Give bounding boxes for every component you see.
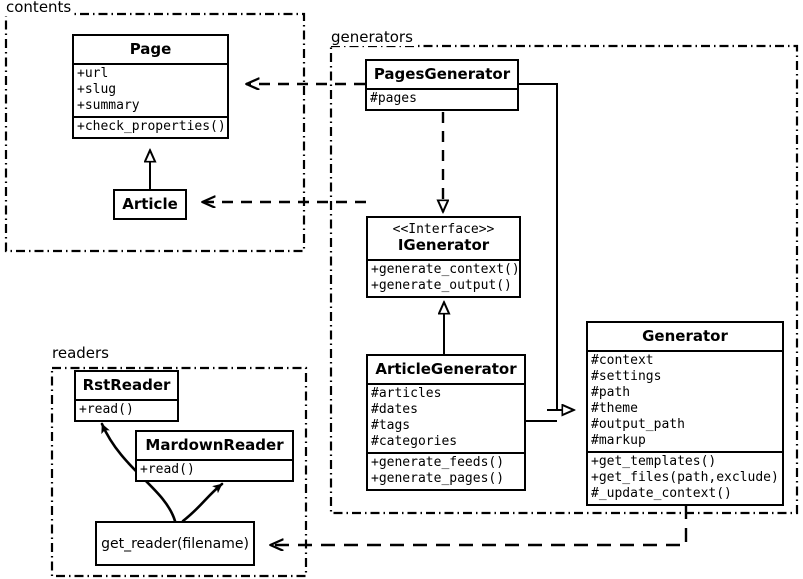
- class-box-articlegenerator[interactable]: ArticleGenerator #articles #dates #tags …: [366, 354, 526, 491]
- class-name-pagesgenerator: PagesGenerator: [373, 65, 511, 83]
- attribute: #path: [591, 385, 631, 400]
- function-label-get-reader: get_reader(filename): [101, 535, 249, 552]
- method: #_update_context(): [591, 486, 732, 501]
- method: +get_files(path,exclude): [591, 470, 779, 485]
- class-box-pagesgenerator[interactable]: PagesGenerator #pages: [365, 59, 519, 111]
- method: +read(): [140, 462, 195, 477]
- method: +generate_output(): [371, 278, 512, 293]
- class-methods-igenerator: +generate_context() +generate_output(): [368, 259, 520, 296]
- class-box-rstreader[interactable]: RstReader +read(): [74, 370, 179, 422]
- class-box-article[interactable]: Article: [113, 189, 187, 220]
- class-box-page[interactable]: Page +url +slug +summary +check_properti…: [72, 34, 229, 139]
- package-frame-generators: [329, 44, 799, 515]
- class-box-igenerator[interactable]: <<Interface>> IGenerator +generate_conte…: [366, 216, 521, 298]
- class-attributes-generator: #context #settings #path #theme #output_…: [588, 350, 782, 451]
- class-box-mardownreader[interactable]: MardownReader +read(): [135, 430, 294, 482]
- class-attributes-articlegenerator: #articles #dates #tags #categories: [368, 383, 524, 452]
- class-methods-articlegenerator: +generate_feeds() +generate_pages(): [368, 452, 524, 489]
- class-methods-rstreader: +read(): [76, 399, 177, 420]
- method: +get_templates(): [591, 454, 717, 469]
- attribute: #categories: [371, 434, 458, 449]
- attribute: #tags: [371, 418, 411, 433]
- class-methods-mardownreader: +read(): [137, 459, 292, 480]
- method: +generate_feeds(): [371, 455, 505, 470]
- class-methods-page: +check_properties(): [74, 116, 227, 137]
- package-frame-contents: [4, 12, 306, 253]
- class-name-article: Article: [122, 195, 178, 213]
- attribute: #articles: [371, 386, 442, 401]
- class-name-generator: Generator: [642, 327, 728, 345]
- attribute: #output_path: [591, 417, 685, 432]
- package-label-contents: contents: [4, 0, 75, 16]
- attribute: #pages: [370, 91, 417, 106]
- class-name-igenerator: IGenerator: [397, 236, 490, 254]
- method: +generate_pages(): [371, 471, 505, 486]
- class-methods-generator: +get_templates() +get_files(path,exclude…: [588, 451, 782, 504]
- class-attributes-page: +url +slug +summary: [74, 63, 227, 116]
- function-box-get-reader[interactable]: get_reader(filename): [95, 521, 255, 566]
- package-label-generators: generators: [329, 29, 416, 46]
- attribute: +slug: [77, 82, 117, 97]
- attribute: #markup: [591, 433, 646, 448]
- attribute: +url: [77, 66, 109, 81]
- package-frame-readers: [50, 366, 308, 578]
- package-label-readers: readers: [50, 345, 112, 362]
- class-stereotype-igenerator: <<Interface>>: [392, 222, 495, 237]
- class-name-rstreader: RstReader: [82, 376, 171, 394]
- class-attributes-pagesgenerator: #pages: [367, 88, 517, 109]
- relation-getreader-to-mardownreader: [181, 482, 224, 523]
- class-name-articlegenerator: ArticleGenerator: [375, 360, 517, 378]
- class-name-page: Page: [129, 40, 172, 58]
- attribute: +summary: [77, 98, 140, 113]
- relation-generators-to-generator: [519, 83, 574, 422]
- class-box-generator[interactable]: Generator #context #settings #path #them…: [586, 321, 784, 506]
- method: +read(): [79, 402, 134, 417]
- relation-generator-to-getreader: [270, 505, 688, 545]
- method: +generate_context(): [371, 262, 520, 277]
- class-name-mardownreader: MardownReader: [145, 436, 284, 454]
- attribute: #context: [591, 353, 654, 368]
- attribute: #settings: [591, 369, 662, 384]
- method: +check_properties(): [77, 119, 226, 134]
- attribute: #dates: [371, 402, 418, 417]
- attribute: #theme: [591, 401, 638, 416]
